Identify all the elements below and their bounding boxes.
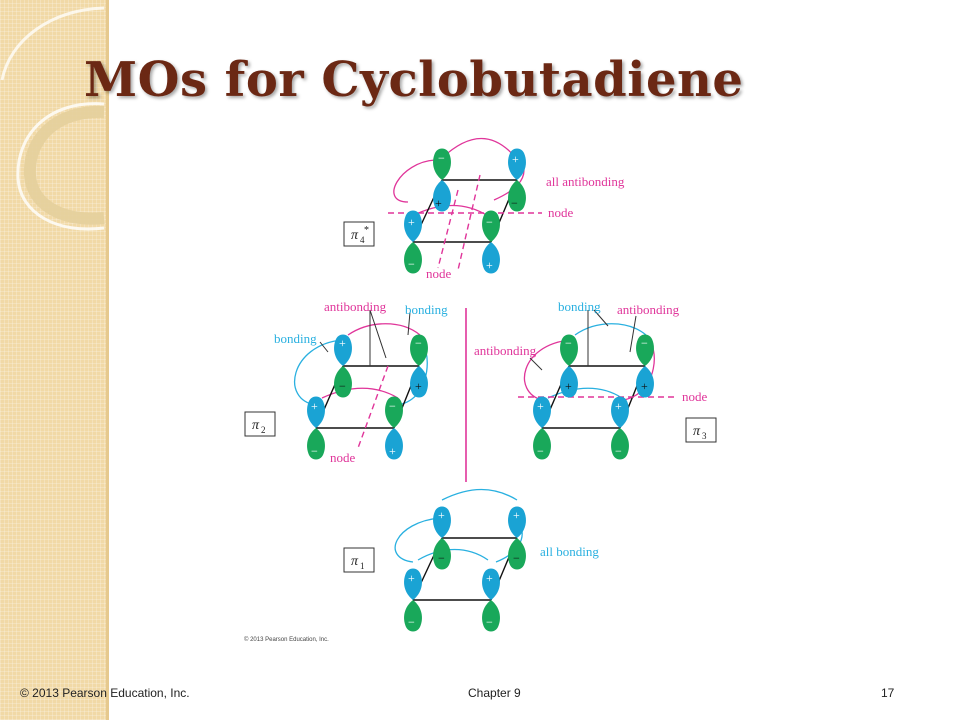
- svg-text:−: −: [537, 444, 544, 458]
- pi2-label: π: [252, 418, 260, 433]
- pi2-node-label: node: [330, 450, 356, 465]
- slide-title: MOs for Cyclobutadiene: [84, 52, 744, 108]
- svg-text:−: −: [339, 379, 346, 393]
- pi3-node-label: node: [682, 389, 708, 404]
- footer-chapter: Chapter 9: [468, 686, 521, 700]
- pi3-antibonding-left-label: antibonding: [474, 343, 537, 358]
- svg-text:+: +: [408, 571, 415, 585]
- svg-text:−: −: [641, 336, 648, 350]
- svg-text:−: −: [615, 444, 622, 458]
- footer-copyright: © 2013 Pearson Education, Inc.: [20, 686, 190, 700]
- pi3-bonding-label: bonding: [558, 299, 601, 314]
- svg-text:+: +: [311, 399, 318, 413]
- pi4-star-orbital: − + + − + − − + π 4 * all antibonding no…: [343, 137, 625, 281]
- svg-text:−: −: [415, 336, 422, 350]
- svg-text:+: +: [415, 379, 422, 393]
- svg-text:−: −: [311, 444, 318, 458]
- svg-text:*: *: [364, 225, 369, 236]
- side-band-edge: [106, 0, 109, 720]
- pi3-antibonding-top-label: antibonding: [617, 302, 680, 317]
- svg-text:+: +: [486, 571, 493, 585]
- svg-text:+: +: [408, 215, 415, 229]
- pi4-star-node-label: node: [548, 205, 574, 220]
- pi2-bonding-top-label: bonding: [405, 302, 448, 317]
- pi4-star-description: all antibonding: [546, 174, 625, 189]
- mo-diagram: − + + − + − − + π 4 * all antibonding no…: [244, 137, 717, 643]
- svg-text:−: −: [513, 551, 520, 565]
- svg-text:+: +: [537, 399, 544, 413]
- pi2-bonding-left-label: bonding: [274, 331, 317, 346]
- pi1-description: all bonding: [540, 544, 599, 559]
- svg-text:+: +: [435, 196, 442, 210]
- svg-text:4: 4: [360, 235, 365, 245]
- svg-text:+: +: [641, 379, 648, 393]
- svg-text:+: +: [565, 379, 572, 393]
- svg-text:+: +: [339, 336, 346, 350]
- svg-text:−: −: [408, 615, 415, 629]
- svg-text:1: 1: [360, 561, 365, 571]
- svg-text:−: −: [438, 551, 445, 565]
- svg-text:+: +: [513, 508, 520, 522]
- page-number: 17: [881, 686, 895, 700]
- svg-text:+: +: [512, 152, 519, 166]
- svg-text:−: −: [408, 257, 415, 271]
- pi4-star-node-bottom-label: node: [426, 266, 452, 281]
- pi3-label: π: [693, 424, 701, 439]
- pi2-orbital: + − − + + − − + π 2 antibonding bonding …: [244, 299, 448, 465]
- svg-text:−: −: [486, 615, 493, 629]
- svg-text:+: +: [486, 258, 493, 272]
- svg-text:+: +: [615, 399, 622, 413]
- svg-text:−: −: [486, 215, 493, 229]
- pi4-star-label: π: [351, 228, 359, 243]
- svg-text:−: −: [438, 151, 445, 165]
- svg-text:+: +: [389, 444, 396, 458]
- svg-text:−: −: [565, 336, 572, 350]
- svg-text:3: 3: [702, 431, 707, 441]
- pi2-antibonding-label: antibonding: [324, 299, 387, 314]
- svg-text:−: −: [511, 196, 518, 210]
- svg-text:−: −: [389, 399, 396, 413]
- pi1-orbital: + + − − + + − − π 1 all bonding: [343, 488, 599, 632]
- pi1-label: π: [351, 554, 359, 569]
- svg-text:2: 2: [261, 425, 266, 435]
- svg-text:+: +: [438, 508, 445, 522]
- figure-copyright: © 2013 Pearson Education, Inc.: [244, 636, 329, 643]
- decorative-swirls: [0, 6, 105, 231]
- pi3-orbital: − − + + + + − − π 3 bonding antibonding …: [474, 299, 717, 460]
